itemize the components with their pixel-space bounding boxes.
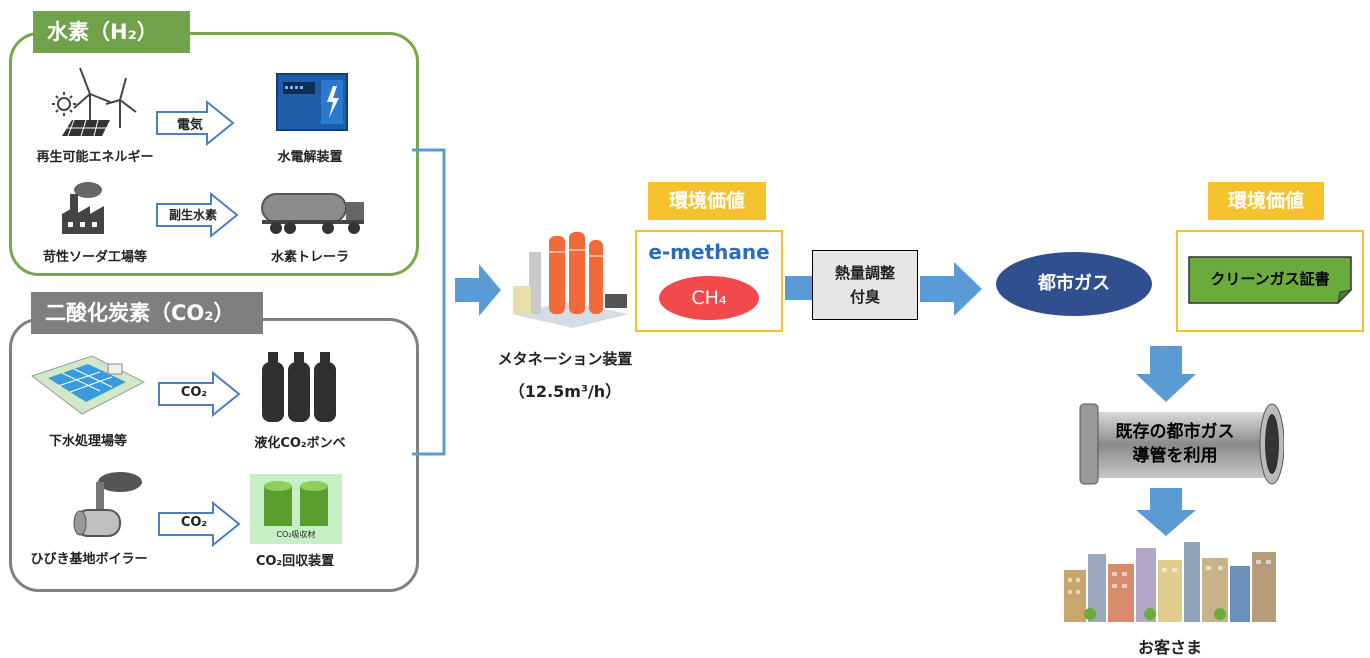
arrow-down-to-pipe — [1136, 346, 1196, 402]
city-gas-ellipse: 都市ガス — [996, 252, 1152, 316]
city-buildings-icon — [1064, 542, 1276, 622]
env-value-tag-right: 環境価値 — [1208, 182, 1324, 220]
renewable-energy-icon — [52, 67, 137, 137]
arrow-down-to-customers — [1136, 488, 1196, 536]
factory-icon — [62, 182, 104, 234]
calorie-adjust-label: 熱量調整 — [834, 264, 895, 282]
certificate-panel: クリーンガス証書 — [1176, 230, 1364, 332]
hydrogen-trailer-icon — [261, 193, 364, 234]
electricity-label: 電気 — [176, 118, 203, 133]
electricity-arrow — [156, 100, 235, 146]
co2-capture-label: CO₂回収装置 — [255, 554, 335, 569]
arrow-to-adjust — [785, 276, 813, 300]
calorie-odor-box: 熱量調整 付臭 — [812, 250, 918, 320]
sewage-plant-label: 下水処理場等 — [48, 434, 127, 449]
pipeline-icon — [1079, 403, 1284, 485]
byproduct-hydrogen-arrow — [156, 192, 239, 238]
certificate-icon — [1188, 256, 1352, 304]
co2-arrow-boiler — [158, 501, 241, 547]
emethane-panel: e-methane CH₄ — [635, 230, 783, 332]
co2-title: 二酸化炭素（CO₂） — [31, 292, 263, 334]
pipeline-label: 既存の都市ガス 導管を利用 — [1090, 420, 1260, 468]
hydrogen-trailer-label: 水素トレーラ — [270, 250, 349, 265]
co2-capture-icon — [264, 481, 328, 526]
customers-label: お客さま — [1137, 638, 1202, 657]
boiler-icon — [73, 472, 142, 537]
env-value-tag-left: 環境価値 — [648, 182, 766, 220]
pipeline-label-line2: 導管を利用 — [1132, 446, 1218, 466]
pipeline-label-line1: 既存の都市ガス — [1115, 422, 1235, 442]
renewable-energy-label: 再生可能エネルギー — [36, 150, 154, 165]
boiler-label: ひびき基地ボイラー — [30, 552, 148, 567]
co2-absorbent-label: CO₂吸収材 — [276, 530, 316, 539]
methanation-label: メタネーション装置 — [497, 350, 633, 368]
hydrogen-group — [9, 32, 419, 276]
soda-factory-label: 苛性ソーダ工場等 — [42, 250, 147, 265]
arrow-to-methanation — [455, 264, 501, 316]
emethane-logo: e-methane — [648, 240, 770, 264]
odorization-label: 付臭 — [849, 288, 880, 306]
electrolyzer-icon — [276, 73, 348, 131]
co2-arrow-boiler-label: CO₂ — [180, 515, 208, 530]
liquefied-co2-cylinder-icon — [262, 352, 336, 422]
co2-arrow-sewage-label: CO₂ — [180, 385, 208, 400]
arrow-to-city-gas — [920, 262, 982, 316]
sewage-plant-icon — [30, 355, 146, 415]
methanation-capacity: （12.5m³/h） — [508, 382, 622, 401]
co2-arrow-sewage — [158, 371, 241, 417]
clean-gas-certificate-label: クリーンガス証書 — [1210, 270, 1330, 288]
merge-bracket — [412, 148, 446, 456]
electrolyzer-label: 水電解装置 — [277, 150, 343, 165]
hydrogen-title: 水素（H₂） — [33, 11, 190, 53]
ch4-badge: CH₄ — [659, 276, 759, 320]
liquefied-co2-label: 液化CO₂ボンベ — [254, 436, 346, 451]
byproduct-hydrogen-label: 副生水素 — [168, 208, 217, 222]
co2-capture-device: CO₂吸収材 — [250, 474, 342, 544]
methanation-equipment-icon — [511, 232, 629, 328]
